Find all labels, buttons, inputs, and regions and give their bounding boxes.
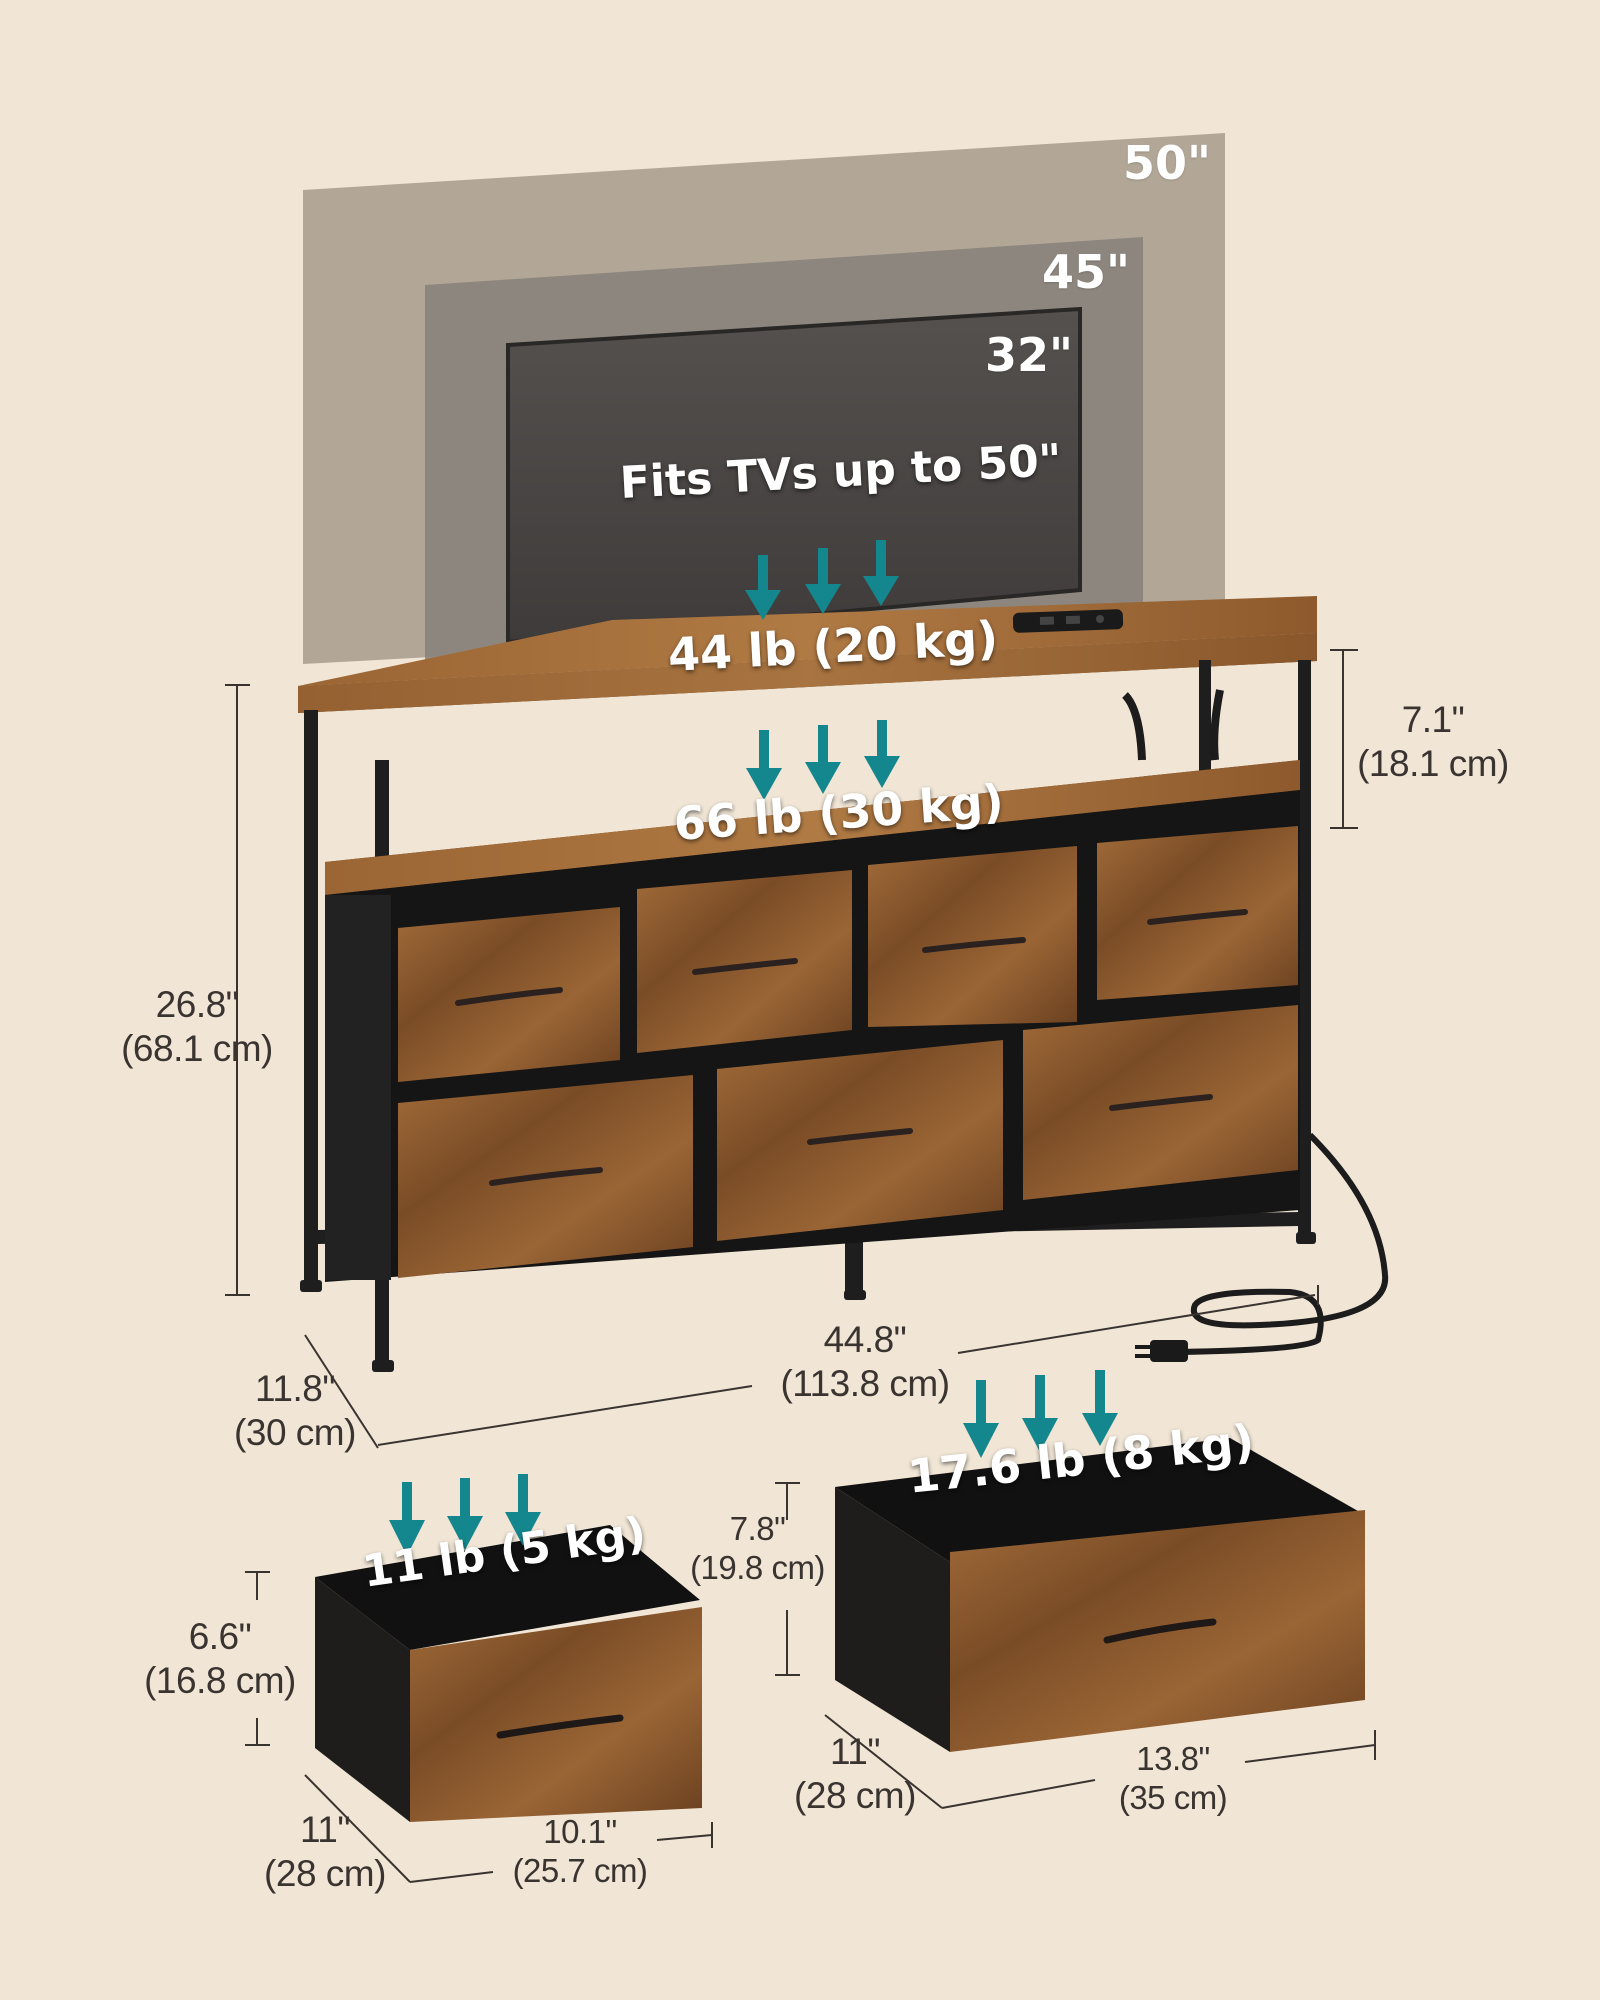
large-drawer-depth-imperial: 11" bbox=[829, 1731, 881, 1772]
tv-screen-32 bbox=[506, 306, 1082, 645]
drawer-upper-3 bbox=[868, 846, 1077, 1027]
power-plug bbox=[1150, 1340, 1188, 1362]
arrow-small-drawer-3 bbox=[505, 1474, 541, 1546]
arrow-small-drawer-1 bbox=[389, 1482, 425, 1556]
arrow-large-drawer-2 bbox=[1022, 1375, 1058, 1452]
large-drawer-depth-metric: (28 cm) bbox=[794, 1774, 916, 1816]
large-drawer-depth-label: 11" (28 cm) bbox=[775, 1730, 935, 1817]
shelf-gap-imperial: 7.1" bbox=[1401, 699, 1465, 740]
overall-depth-label: 11.8" (30 cm) bbox=[215, 1367, 375, 1454]
overall-depth-imperial: 11.8" bbox=[255, 1368, 335, 1409]
large-drawer-height-imperial: 7.8" bbox=[729, 1510, 786, 1547]
arrow-top-shelf-3 bbox=[863, 540, 899, 606]
small-drawer-depth-imperial: 11" bbox=[299, 1809, 351, 1850]
large-drawer-height-metric: (19.8 cm) bbox=[690, 1548, 825, 1586]
tv-size-32-label: 32" bbox=[985, 328, 1073, 382]
arrow-middle-shelf-3 bbox=[864, 720, 900, 788]
power-cord bbox=[1179, 1132, 1389, 1355]
drawer-upper-4 bbox=[1097, 826, 1298, 1000]
arrow-middle-shelf-2 bbox=[805, 725, 841, 794]
overall-height-imperial: 26.8" bbox=[155, 984, 239, 1025]
large-drawer-height-label: 7.8" (19.8 cm) bbox=[675, 1510, 840, 1588]
arrow-middle-shelf-1 bbox=[746, 730, 782, 800]
overall-width-metric: (113.8 cm) bbox=[780, 1362, 950, 1404]
arrow-top-shelf-2 bbox=[805, 548, 841, 614]
drawer-upper-2 bbox=[637, 870, 852, 1053]
small-drawer-width-imperial: 10.1" bbox=[543, 1813, 617, 1850]
arrow-small-drawer-2 bbox=[447, 1478, 483, 1550]
overall-height-label: 26.8" (68.1 cm) bbox=[112, 983, 282, 1070]
overall-width-label: 44.8" (113.8 cm) bbox=[765, 1318, 965, 1405]
small-drawer-width-metric: (25.7 cm) bbox=[512, 1851, 648, 1889]
tv-size-50-label: 50" bbox=[1123, 136, 1211, 190]
dimension-lines bbox=[225, 649, 1376, 1883]
arrow-top-shelf-1 bbox=[745, 555, 781, 620]
arrow-large-drawer-3 bbox=[1082, 1370, 1118, 1446]
shelf-gap-label: 7.1" (18.1 cm) bbox=[1348, 698, 1518, 785]
overall-width-imperial: 44.8" bbox=[823, 1319, 907, 1360]
arrow-large-drawer-1 bbox=[963, 1380, 999, 1458]
overall-depth-metric: (30 cm) bbox=[234, 1411, 356, 1453]
upper-drawer-row bbox=[398, 826, 1298, 1082]
large-drawer-width-imperial: 13.8" bbox=[1136, 1740, 1210, 1777]
small-drawer-depth-metric: (28 cm) bbox=[264, 1852, 386, 1894]
large-drawer-width-label: 13.8" (35 cm) bbox=[1088, 1740, 1258, 1818]
small-drawer-width-label: 10.1" (25.7 cm) bbox=[495, 1813, 665, 1891]
overall-height-metric: (68.1 cm) bbox=[121, 1027, 273, 1069]
load-arrows bbox=[389, 540, 1118, 1556]
large-drawer-width-metric: (35 cm) bbox=[1118, 1778, 1228, 1816]
small-drawer-height-imperial: 6.6" bbox=[188, 1616, 252, 1657]
drawer-lower-2 bbox=[717, 1040, 1003, 1241]
small-drawer-depth-label: 11" (28 cm) bbox=[245, 1808, 405, 1895]
tv-size-45-label: 45" bbox=[1042, 245, 1130, 299]
drawer-handles bbox=[455, 909, 1248, 1186]
large-drawer-illustration bbox=[835, 1438, 1365, 1752]
small-drawer-height-metric: (16.8 cm) bbox=[144, 1659, 296, 1701]
small-drawer-height-label: 6.6" (16.8 cm) bbox=[135, 1615, 305, 1702]
small-drawer-illustration bbox=[315, 1525, 702, 1822]
shelf-gap-metric: (18.1 cm) bbox=[1357, 742, 1509, 784]
